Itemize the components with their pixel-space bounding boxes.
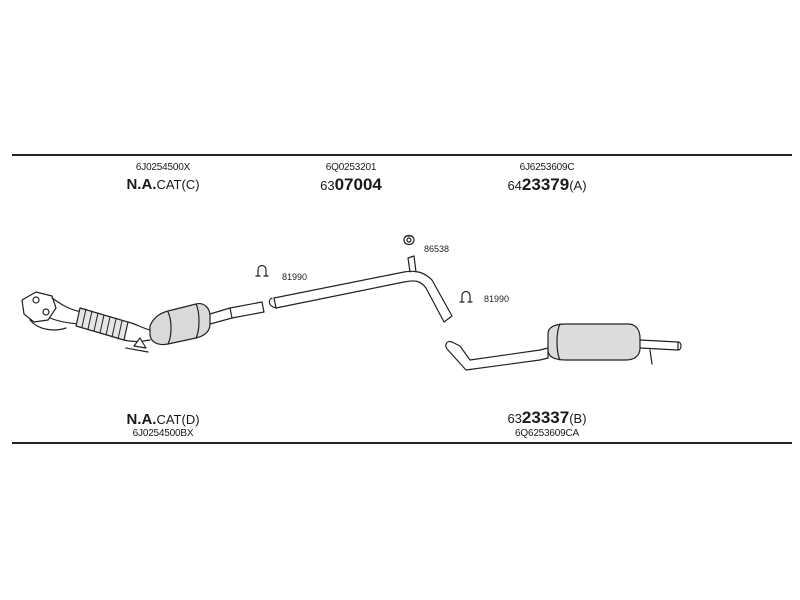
part-prefix: 63 <box>507 411 522 426</box>
clamp-icon[interactable] <box>403 234 415 246</box>
bottom-divider <box>12 442 792 444</box>
header-ref-middle: 6Q0253201 <box>325 162 377 173</box>
clamp-code: 81990 <box>282 272 307 282</box>
header-part-rear: 6423379(A) <box>482 175 612 194</box>
middle-pipe[interactable] <box>268 255 453 323</box>
header-ref-front: 6J0254500X <box>135 162 191 173</box>
part-prefix: N.A. <box>126 176 157 193</box>
header-part-front: N.A.CAT(C) <box>103 177 223 193</box>
part-number: 07004 <box>334 175 382 194</box>
footer-ref-front: 6J0254500BX <box>132 428 194 439</box>
front-pipe[interactable] <box>229 301 265 319</box>
part-suffix: (A) <box>569 178 587 193</box>
clamp-code: 81990 <box>484 294 509 304</box>
footer-part-front: N.A.CAT(D) <box>103 412 223 428</box>
clamp-icon[interactable] <box>255 264 269 277</box>
part-number: 23337 <box>521 408 570 427</box>
flex-pipe[interactable] <box>75 307 151 343</box>
part-number: 23379 <box>521 175 570 194</box>
part-prefix: 63 <box>320 178 335 193</box>
part-suffix: (B) <box>569 411 587 426</box>
header-part-middle: 6307004 <box>291 175 411 194</box>
manifold-flange[interactable] <box>21 291 87 331</box>
footer-ref-rear: 6Q6253609CA <box>515 428 579 439</box>
part-suffix: CAT(D) <box>156 412 200 427</box>
part-suffix: CAT(C) <box>156 177 200 192</box>
catalytic-converter[interactable] <box>125 303 233 353</box>
top-divider <box>12 154 792 156</box>
clamp-code: 86538 <box>424 244 449 254</box>
part-prefix: N.A. <box>126 411 157 428</box>
header-ref-rear: 6J6253609C <box>519 162 575 173</box>
clamp-icon[interactable] <box>459 290 473 303</box>
rear-muffler[interactable] <box>445 323 682 371</box>
footer-part-rear: 6323337(B) <box>482 408 612 427</box>
part-prefix: 64 <box>507 178 522 193</box>
